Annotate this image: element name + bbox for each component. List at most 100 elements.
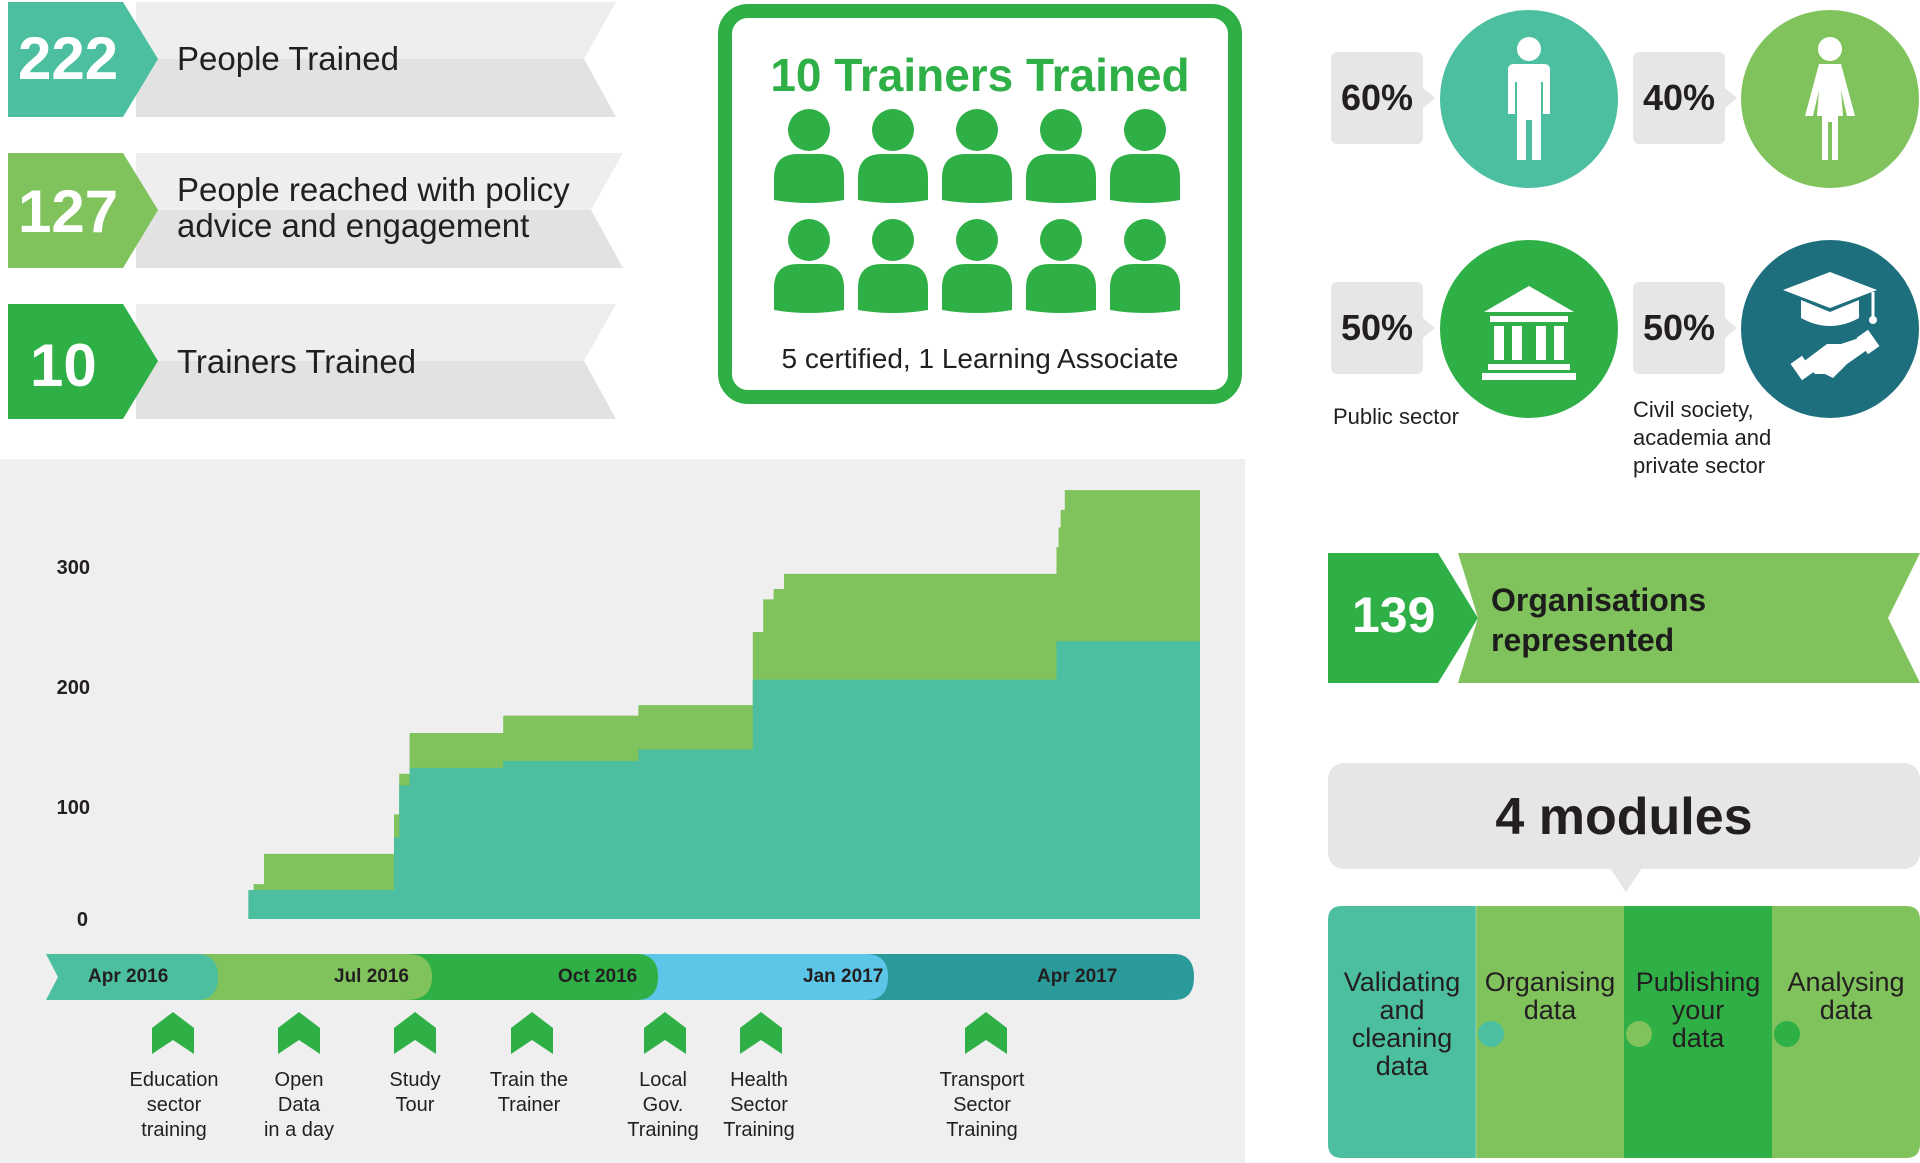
stat-number: 222 [18,25,119,92]
stat-number: 10 [30,332,97,399]
stat-number-badge: 222 [8,2,158,117]
stat-label: Trainers Trained [177,344,416,380]
trainers-title: 10 Trainers Trained [770,49,1190,101]
civil-society-caption: Civil society, academia and private sect… [1633,396,1771,480]
module-line: data [1523,995,1577,1025]
module-line: Validating [1343,967,1461,997]
event-line: Gov. [642,1094,684,1116]
event-line: Data [277,1094,321,1116]
label-line: Organisations [1491,582,1707,618]
graduation-cap-handshake-icon [1783,272,1880,381]
female-circle [1741,10,1919,188]
modules-title: 4 modules [1495,788,1753,846]
chevron-up-icon [511,1012,553,1054]
chevron-up-icon [740,1012,782,1054]
event-line: Open [274,1069,324,1091]
person-icon [1110,218,1180,314]
y-tick-label: 300 [56,557,90,579]
person-icon [858,108,928,204]
stat-number-badge: 127 [8,153,158,268]
person-icon [774,218,844,314]
module-line: and [1379,995,1425,1025]
timeline-label: Apr 2016 [88,966,169,987]
event-line: Health [730,1069,788,1091]
trainers-panel: 10 Trainers Trained 5 certified, 1 Learn… [718,4,1242,404]
event-line: Training [627,1119,699,1141]
module-publishing: Publishing your data [1624,906,1772,1158]
stat-band [136,2,626,117]
stat-label-line: People reached with policy [177,171,570,208]
bubble-tail [1610,868,1642,892]
event-local-gov: Local Gov. Training [603,1068,723,1143]
male-percent: 60% [1331,52,1423,144]
event-line: Trainer [497,1094,561,1116]
person-icon [1110,108,1180,204]
timeline-label: Apr 2017 [1037,966,1118,987]
stat-label-line: People Trained [177,40,399,77]
chart-panel: 300 200 100 0 Apr 2016 Jul 2016 Oct 2016… [0,459,1245,1163]
series-area-teal [160,641,1200,919]
y-tick-label: 200 [56,677,90,699]
civil-percent: 50% [1633,282,1725,374]
pointer-arrow [1725,318,1737,338]
module-line: data [1375,1051,1429,1081]
y-tick-label: 0 [76,909,88,931]
event-line: Local [639,1069,687,1091]
event-line: in a day [263,1119,335,1141]
module-line: data [1671,1023,1725,1053]
person-icon [858,218,928,314]
caption-line: academia and [1633,425,1772,450]
person-icon [942,108,1012,204]
event-line: Tour [395,1094,435,1116]
organisations-number: 139 [1352,587,1436,643]
organisations-ribbon [1328,553,1920,683]
chevron-up-icon [965,1012,1007,1054]
timeline-bar [46,954,1194,1000]
person-icon [1026,108,1096,204]
event-line: Study [389,1069,441,1091]
female-percent: 40% [1633,52,1725,144]
module-line: your [1671,995,1725,1025]
chevron-up-icon [278,1012,320,1054]
male-circle [1440,10,1618,188]
stat-number-badge: 10 [8,304,158,419]
female-icon [1805,37,1855,160]
chevron-up-icon [152,1012,194,1054]
module-line: data [1819,995,1873,1025]
stat-number: 127 [18,178,119,245]
chevron-up-icon [644,1012,686,1054]
modules-puzzle [1328,906,1920,1158]
module-line: Analysing [1787,967,1905,997]
chevron-up-icon [394,1012,436,1054]
event-health: Health Sector Training [699,1068,819,1143]
label-line: represented [1491,622,1675,658]
event-line: Transport [939,1069,1025,1091]
civil-society-circle [1741,240,1919,418]
stat-band [136,153,631,268]
event-line: training [141,1119,207,1141]
event-line: sector [146,1094,202,1116]
stat-label-line: Trainers Trained [177,343,417,380]
caption-line: private sector [1633,453,1766,478]
module-organising: Organising data [1476,906,1624,1158]
modules-bubble: 4 modules [1328,763,1920,869]
y-tick-label: 100 [56,797,90,819]
person-icon [774,108,844,204]
stat-label: People Trained [177,41,399,77]
government-building-icon [1482,286,1576,380]
timeline-label: Jan 2017 [803,966,884,987]
trainers-subtitle: 5 certified, 1 Learning Associate [781,343,1179,374]
stat-band [136,304,626,419]
organisations-label: Organisations represented [1491,580,1706,660]
event-line: Training [946,1119,1018,1141]
public-sector-caption: Public sector [1333,404,1459,429]
person-icon [1026,218,1096,314]
stat-label-line: advice and engagement [177,207,530,244]
male-icon [1508,37,1550,160]
event-line: Train the [489,1069,569,1091]
pointer-arrow [1423,88,1435,108]
module-validating: Validating and cleaning data [1328,906,1476,1158]
stat-label: People reached with policy advice and en… [177,172,570,244]
event-line: Education [129,1069,219,1091]
pointer-arrow [1423,318,1435,338]
